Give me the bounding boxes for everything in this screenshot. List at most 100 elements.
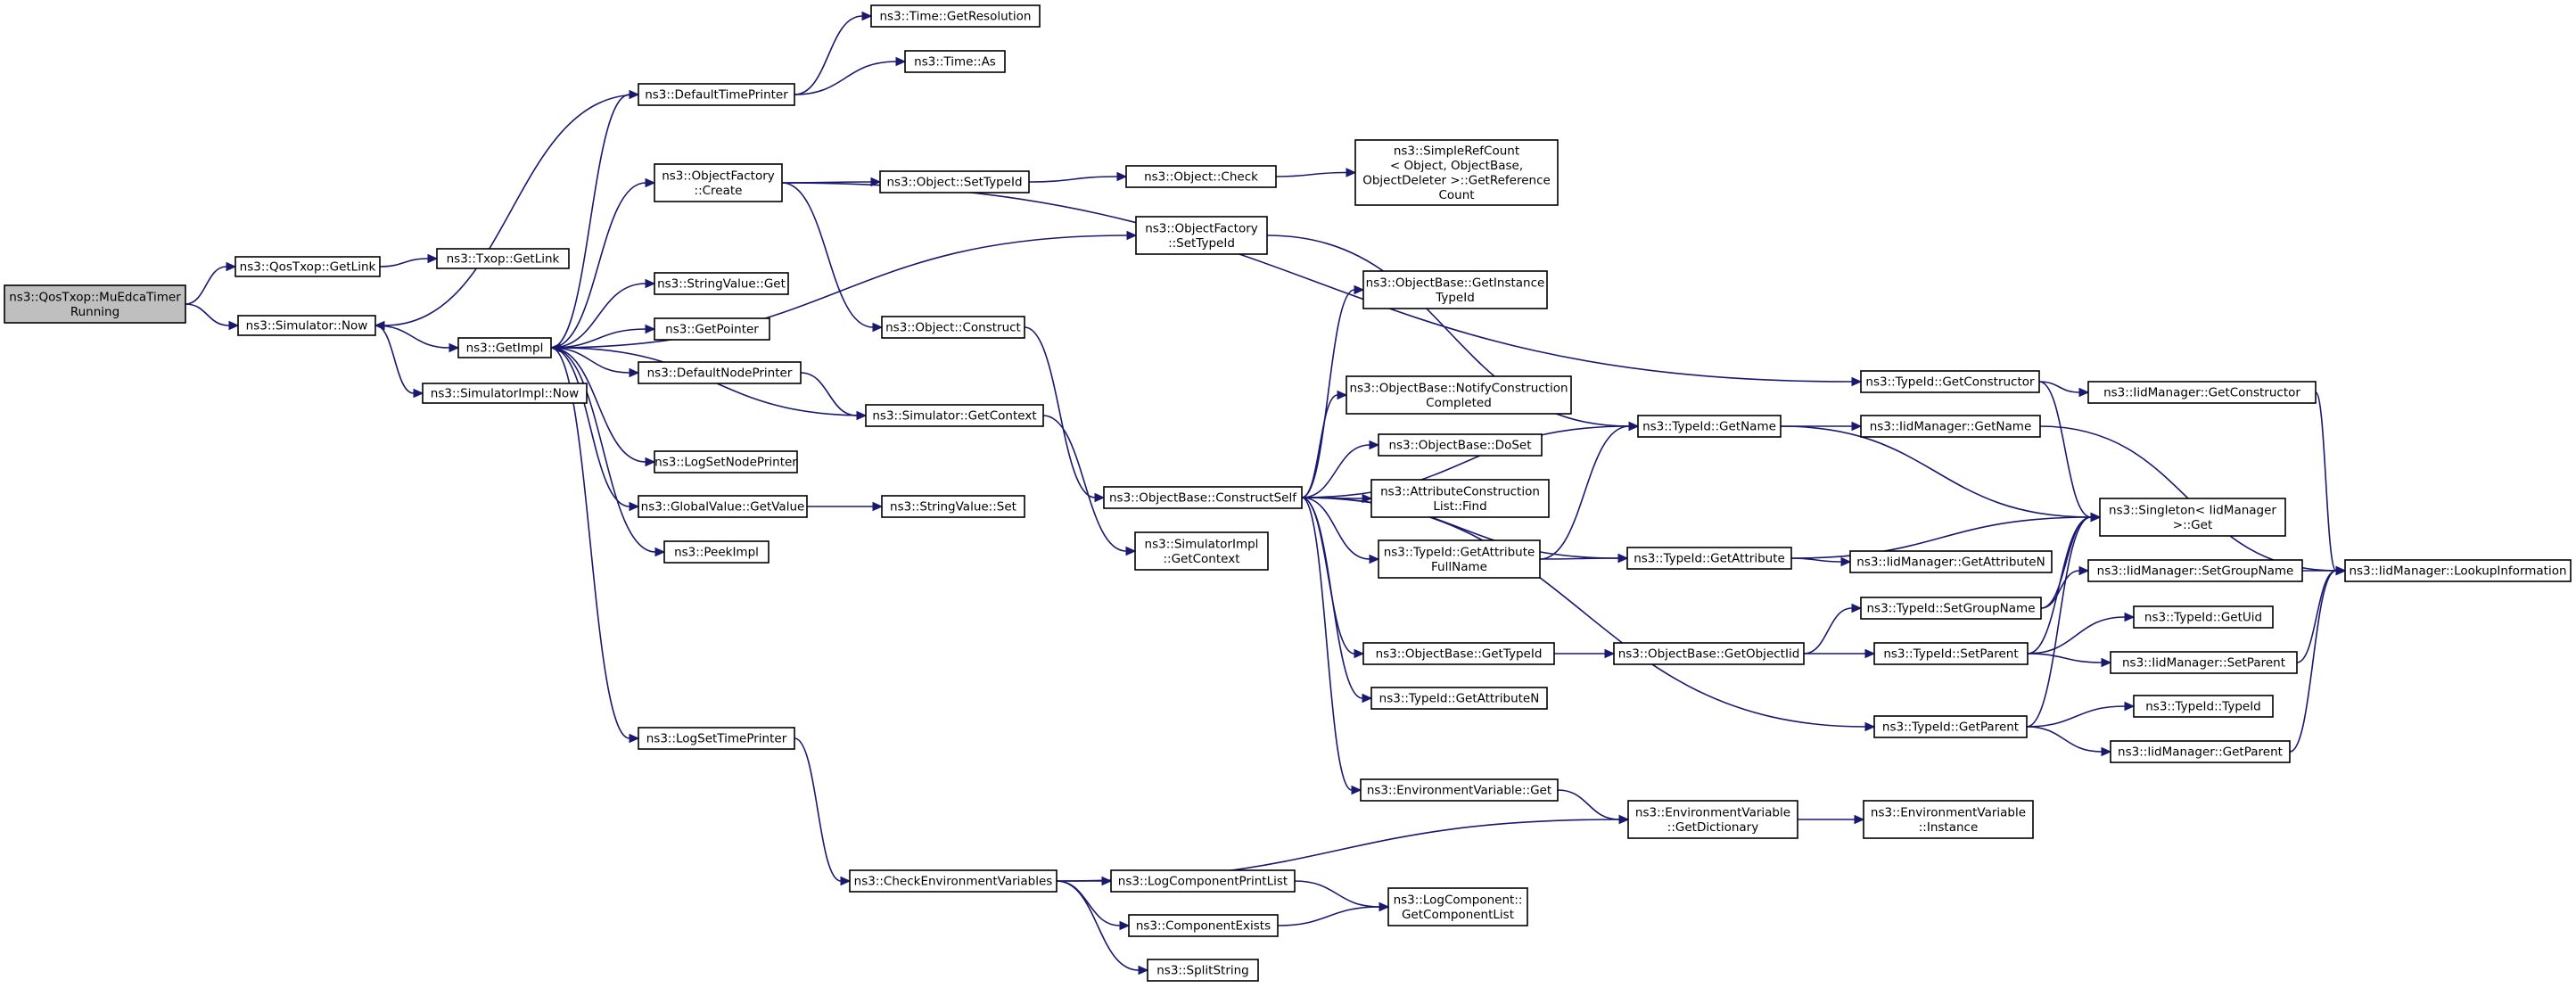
node-log-set-node-printer[interactable]: ns3::LogSetNodePrinter xyxy=(654,450,798,473)
node-typeid-getattrn[interactable]: ns3::TypeId::GetAttributeN xyxy=(1370,687,1548,710)
node-iid-getparent[interactable]: ns3::IidManager::GetParent xyxy=(2110,740,2291,763)
node-log-set-time-printer[interactable]: ns3::LogSetTimePrinter xyxy=(638,727,795,750)
node-typeid-setparent[interactable]: ns3::TypeId::SetParent xyxy=(1873,642,2029,665)
call-edge xyxy=(1790,556,1852,567)
node-iid-setparent[interactable]: ns3::IidManager::SetParent xyxy=(2110,651,2298,674)
node-typeid-getuid[interactable]: ns3::TypeId::GetUid xyxy=(2133,605,2274,629)
arrowhead xyxy=(895,56,907,67)
node-stringvalue-set[interactable]: ns3::StringValue::Set xyxy=(881,495,1025,518)
call-edge-line xyxy=(1024,326,1096,498)
arrowhead xyxy=(1346,168,1357,177)
call-edge-line xyxy=(1539,557,1619,560)
node-get-component-list[interactable]: ns3::LogComponent::GetComponentList xyxy=(1387,887,1528,926)
node-singleton-get[interactable]: ns3::Singleton< IidManager >::Get xyxy=(2099,498,2286,537)
node-iid-getattrn[interactable]: ns3::IidManager::GetAttributeN xyxy=(1849,550,2053,573)
node-iid-lookupinfo[interactable]: ns3::IidManager::LookupInformation xyxy=(2344,559,2572,582)
node-objbase-gettypeid[interactable]: ns3::ObjectBase::GetTypeId xyxy=(1362,642,1555,665)
call-edge-line xyxy=(1301,497,1370,560)
node-typeid-getattribute[interactable]: ns3::TypeId::GetAttribute xyxy=(1626,547,1792,570)
node-objbase-notifyconstruction[interactable]: ns3::ObjectBase::NotifyConstructionCompl… xyxy=(1346,375,1572,415)
node-box xyxy=(2110,740,2291,763)
node-label: ns3::IidManager::GetParent xyxy=(2118,745,2283,760)
node-simimpl-now[interactable]: ns3::SimulatorImpl::Now xyxy=(422,383,588,404)
node-qos-getlink[interactable]: ns3::QosTxop::GetLink xyxy=(235,256,381,277)
node-box xyxy=(1128,914,1279,937)
node-getpointer[interactable]: ns3::GetPointer xyxy=(654,317,770,341)
node-typeid-getconstructor[interactable]: ns3::TypeId::GetConstructor xyxy=(1860,370,2040,393)
node-simimpl-getcontext[interactable]: ns3::SimulatorImpl::GetContext xyxy=(1134,531,1269,571)
call-edge-line xyxy=(2038,381,2080,393)
node-object-check[interactable]: ns3::Object::Check xyxy=(1125,165,1277,188)
node-sim-getcontext[interactable]: ns3::Simulator::GetContext xyxy=(865,404,1044,427)
node-default-time-printer[interactable]: ns3::DefaultTimePrinter xyxy=(638,83,795,106)
node-split-string[interactable]: ns3::SplitString xyxy=(1147,959,1259,982)
arrowhead xyxy=(228,320,240,331)
node-time-as[interactable]: ns3::Time::As xyxy=(904,50,1006,73)
node-objfactory-settypeid[interactable]: ns3::ObjectFactory::SetTypeId xyxy=(1135,216,1268,255)
node-log-component-printlist[interactable]: ns3::LogComponentPrintList xyxy=(1110,869,1296,893)
call-edge-line xyxy=(1028,176,1118,183)
call-edge-line xyxy=(794,15,863,95)
call-edge-line xyxy=(185,303,230,326)
call-edge-line xyxy=(2289,570,2337,753)
arrowhead xyxy=(1369,440,1380,450)
node-box xyxy=(1354,139,1559,206)
node-iid-getname[interactable]: ns3::IidManager::GetName xyxy=(1860,415,2041,438)
node-typeid-getname[interactable]: ns3::TypeId::GetName xyxy=(1637,415,1782,438)
node-peekimpl[interactable]: ns3::PeekImpl xyxy=(663,540,770,564)
node-box xyxy=(865,404,1044,427)
arrowhead xyxy=(629,733,640,744)
node-iid-setgroupname[interactable]: ns3::IidManager::SetGroupName xyxy=(2087,559,2303,582)
node-object-construct[interactable]: ns3::Object::Construct xyxy=(881,316,1025,339)
node-envvar-getdictionary[interactable]: ns3::EnvironmentVariable::GetDictionary xyxy=(1627,800,1798,839)
node-objbase-constructself[interactable]: ns3::ObjectBase::ConstructSelf xyxy=(1103,486,1303,509)
call-edge-line xyxy=(2026,516,2092,728)
call-edge-line xyxy=(2027,516,2092,655)
node-object-settypeid[interactable]: ns3::Object::SetTypeId xyxy=(879,170,1030,193)
node-component-exists[interactable]: ns3::ComponentExists xyxy=(1128,914,1279,937)
node-typeid-typeid[interactable]: ns3::TypeId::TypeId xyxy=(2133,695,2274,718)
node-txop-getlink[interactable]: ns3::Txop::GetLink xyxy=(436,248,570,269)
arrowhead xyxy=(1617,553,1629,564)
node-stringvalue-get[interactable]: ns3::StringValue::Get xyxy=(654,272,789,295)
node-iid-getconstructor[interactable]: ns3::IidManager::GetConstructor xyxy=(2087,381,2317,404)
arrowhead xyxy=(374,320,385,331)
call-edge-line xyxy=(374,325,450,349)
node-objbase-doset[interactable]: ns3::ObjectBase::DoSet xyxy=(1378,433,1543,457)
call-edge xyxy=(1024,326,1106,503)
node-box xyxy=(1103,486,1303,509)
node-box xyxy=(4,284,186,324)
node-check-env-vars[interactable]: ns3::CheckEnvironmentVariables xyxy=(849,869,1058,893)
node-globalvalue-getvalue[interactable]: ns3::GlobalValue::GetValue xyxy=(638,495,808,518)
node-label: ns3::Simulator::GetContext xyxy=(872,409,1036,424)
node-time-getres[interactable]: ns3::Time::GetResolution xyxy=(870,4,1041,28)
node-sim-now[interactable]: ns3::Simulator::Now xyxy=(237,315,376,336)
call-edge-line xyxy=(794,61,897,95)
node-label: ns3::TypeId::GetUid xyxy=(2144,611,2262,625)
node-box xyxy=(1147,959,1259,982)
call-edge xyxy=(185,261,237,305)
node-envvar-get[interactable]: ns3::EnvironmentVariable::Get xyxy=(1360,778,1559,802)
node-objfactory-create[interactable]: ns3::ObjectFactory::Create xyxy=(654,163,783,202)
call-edge xyxy=(550,347,656,467)
node-getimpl[interactable]: ns3::GetImpl xyxy=(457,337,552,358)
node-label: ns3::StringValue::Get xyxy=(657,277,786,292)
node-box xyxy=(2087,559,2303,582)
node-typeid-setgroupname[interactable]: ns3::TypeId::SetGroupName xyxy=(1860,597,2042,620)
node-objbase-getobjectiid[interactable]: ns3::ObjectBase::GetObjectIid xyxy=(1613,642,1805,665)
node-label: ObjectDeleter >::GetReference xyxy=(1362,173,1551,187)
node-default-node-printer[interactable]: ns3::DefaultNodePrinter xyxy=(638,361,802,384)
node-box xyxy=(1873,715,2028,738)
call-edge xyxy=(550,347,640,744)
call-edge-line xyxy=(2026,705,2126,728)
node-envvar-instance[interactable]: ns3::EnvironmentVariable::Instance xyxy=(1863,800,2034,839)
call-edge xyxy=(185,303,240,331)
node-simplerefcount[interactable]: ns3::SimpleRefCount< Object, ObjectBase,… xyxy=(1354,139,1559,206)
node-label: ns3::ObjectBase::GetTypeId xyxy=(1376,647,1543,662)
call-edge xyxy=(1557,789,1630,825)
node-typeid-getparent[interactable]: ns3::TypeId::GetParent xyxy=(1873,715,2028,738)
